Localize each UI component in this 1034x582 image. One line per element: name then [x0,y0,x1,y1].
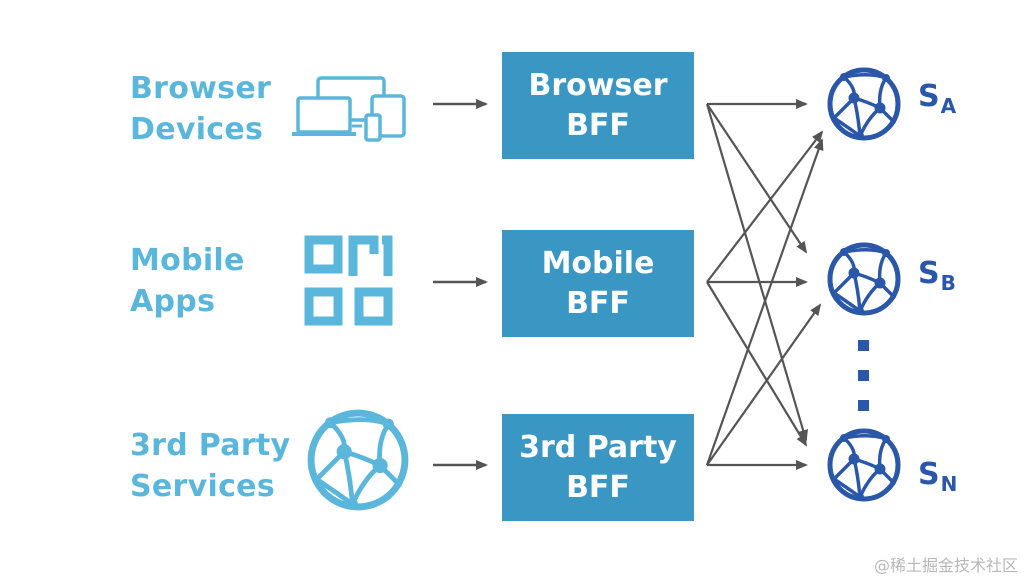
bff-label-line2: BFF [566,285,630,321]
client-label-line2: Services [130,469,275,504]
arrow-3rdpartybff-to-sa [705,138,824,466]
bff-label-line1: Browser [528,67,668,103]
mobile-bff-box: Mobile BFF [502,230,694,337]
service-b-globe-icon [830,245,898,315]
bff-label-line2: BFF [566,469,630,505]
arrow-browserbff-to-sn [705,103,808,442]
watermark: @稀土掘金技术社区 [873,556,1018,575]
service-letter: S [918,79,940,114]
client-label-line2: Apps [130,284,216,319]
browser-bff-box: Browser BFF [502,52,694,159]
client-label-line2: Devices [130,112,264,147]
client-label-line1: Mobile [130,243,245,278]
service-b-label: SB [918,257,956,300]
3rd-party-bff-box: 3rd Party BFF [502,414,694,521]
ellipsis-dots [858,340,869,411]
bff-label-line1: 3rd Party [519,429,677,465]
arrow-mobilebff-to-sn [706,281,808,447]
client-label-line1: 3rd Party [130,428,291,463]
client-3rd-party-services: 3rd Party Services [130,425,300,507]
devices-icon [292,76,406,142]
arrow-3rdpartybff-to-sb [706,303,822,466]
client-label-line1: Browser [130,71,272,106]
service-a-label: SA [918,80,956,123]
bff-label-line1: Mobile [541,245,655,281]
service-a-globe-icon [830,70,898,140]
service-subscript: A [940,94,957,118]
arrow-browserbff-to-sb [706,103,808,254]
service-subscript: B [940,271,956,295]
client-browser-devices: Browser Devices [130,68,300,150]
service-subscript: N [940,472,958,496]
service-n-label: SN [918,458,957,501]
apps-grid-icon [304,235,393,326]
arrow-mobilebff-to-sa [706,130,824,283]
client-mobile-apps: Mobile Apps [130,240,300,322]
service-n-globe-icon [830,431,898,501]
network-globe-icon [311,413,405,510]
service-letter: S [918,256,940,291]
service-letter: S [918,457,940,492]
bff-label-line2: BFF [566,107,630,143]
